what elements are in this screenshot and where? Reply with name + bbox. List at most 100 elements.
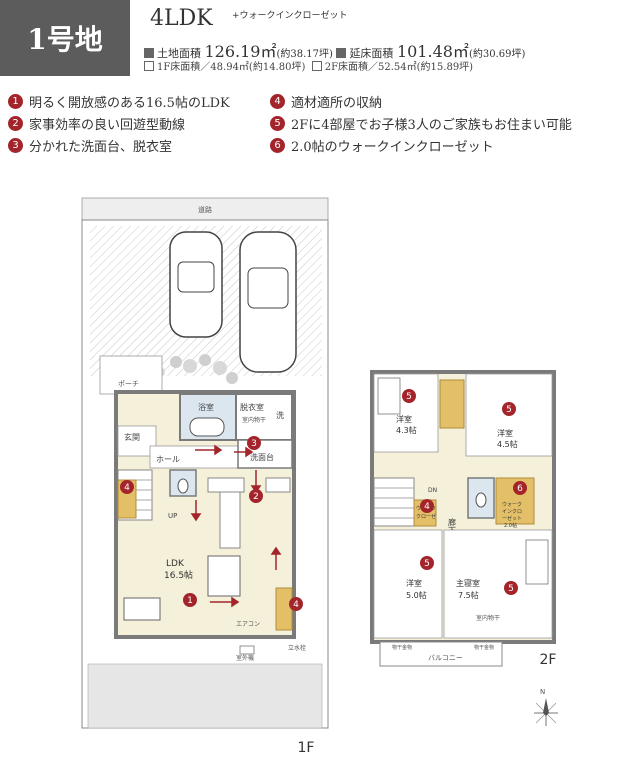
compass-icon: N bbox=[534, 688, 558, 726]
wic-label-2: インクロ bbox=[502, 509, 522, 515]
closet-label-2: クローゼ bbox=[416, 513, 436, 520]
bed-icon bbox=[377, 377, 401, 415]
svg-text:4: 4 bbox=[293, 600, 299, 610]
indoor-dry-2f-label: 室内物干 bbox=[476, 614, 500, 622]
f2-area: 2F床面積／52.54㎡(約15.89坪) bbox=[324, 62, 474, 73]
balcony-label: バルコニー bbox=[428, 654, 463, 662]
balcony bbox=[379, 641, 503, 667]
master-label: 主寝室 bbox=[456, 578, 480, 588]
feature-number: 5 bbox=[270, 116, 285, 131]
flow-arrows bbox=[190, 444, 282, 608]
floor-square-icon bbox=[336, 48, 347, 58]
plan-2f: 洋室 4.3帖 洋室 4.5帖 DN ウォーク クローゼ 廊下 ウォーク インク… bbox=[370, 370, 557, 668]
svg-text:5: 5 bbox=[424, 559, 430, 569]
dressing-label: 脱衣室 bbox=[240, 402, 264, 412]
feature-number: 6 bbox=[270, 138, 285, 153]
f2-square-icon bbox=[311, 61, 322, 71]
feature-text: 適材適所の収納 bbox=[291, 96, 383, 111]
sofa bbox=[123, 597, 161, 621]
area-row-main: 土地面積 126.19㎡(約38.17坪) 延床面積 101.48㎡(約30.6… bbox=[144, 38, 525, 62]
room-western-c bbox=[373, 529, 443, 639]
faucet-label: 立水栓 bbox=[288, 644, 306, 652]
storage-closet bbox=[439, 379, 465, 429]
badge-2: 2 bbox=[249, 489, 263, 503]
area-row-floors: 1F床面積／48.94㎡(約14.80坪) 2F床面積／52.54㎡(約15.8… bbox=[144, 58, 473, 73]
porch-label: ポーチ bbox=[118, 380, 139, 388]
svg-text:5: 5 bbox=[508, 584, 514, 594]
wic-label-3: ーゼット bbox=[502, 515, 522, 522]
badge-5: 5 bbox=[502, 402, 516, 416]
toilet-icon bbox=[475, 492, 487, 508]
svg-text:5: 5 bbox=[506, 405, 512, 415]
bed-icon bbox=[525, 539, 549, 585]
f1-area: 1F床面積／48.94㎡(約14.80坪) bbox=[157, 62, 306, 73]
svg-text:4: 4 bbox=[424, 502, 430, 512]
wic-label-1: ウォーク bbox=[502, 501, 522, 508]
toilet-icon bbox=[177, 478, 189, 494]
layout-type: 4LDK bbox=[150, 6, 213, 31]
hanger-label-2: 物干金物 bbox=[474, 644, 494, 651]
badge-5: 5 bbox=[420, 556, 434, 570]
outdoor-unit-label: 室外機 bbox=[236, 654, 254, 662]
indoor-dry-label: 室内物干 bbox=[242, 416, 266, 424]
storage-closet bbox=[275, 587, 293, 631]
hall-label: ホール bbox=[156, 455, 180, 464]
corridor-label: 廊下 bbox=[448, 517, 457, 535]
feature-text: 2Fに4部屋でお子様3人のご家族もお住まい可能 bbox=[291, 118, 572, 133]
land-area-value: 126.19㎡ bbox=[204, 42, 277, 61]
car-icon bbox=[239, 231, 297, 373]
ldk-size: 16.5帖 bbox=[164, 569, 193, 581]
entrance-label: 玄関 bbox=[124, 432, 140, 442]
room-a-size: 4.3帖 bbox=[396, 425, 417, 435]
floor-area-label: 延床面積 bbox=[349, 47, 394, 60]
lot-badge: 1号地 bbox=[0, 0, 130, 76]
feature-number: 4 bbox=[270, 94, 285, 109]
stairs bbox=[373, 477, 415, 527]
ldk-label: LDK bbox=[166, 559, 185, 569]
layout-subtitle: +ウォークインクローゼット bbox=[232, 11, 348, 21]
outdoor-unit-icon bbox=[239, 645, 255, 655]
feature-5: 5 2Fに4部屋でお子様3人のご家族もお住まい可能 bbox=[270, 114, 572, 133]
badge-5: 5 bbox=[402, 389, 416, 403]
badge-1: 1 bbox=[183, 593, 197, 607]
svg-text:3: 3 bbox=[251, 439, 257, 449]
compass-north-label: N bbox=[540, 688, 545, 696]
porch bbox=[99, 355, 163, 395]
dn-label: DN bbox=[428, 487, 437, 494]
feature-number: 1 bbox=[8, 94, 23, 109]
badge-5: 5 bbox=[504, 581, 518, 595]
badge-4: 4 bbox=[420, 499, 434, 513]
road-label: 道路 bbox=[198, 205, 212, 214]
up-label: UP bbox=[168, 512, 177, 520]
aircon-label: エアコン bbox=[236, 621, 260, 628]
dining-table bbox=[207, 555, 241, 597]
room-b-size: 4.5帖 bbox=[497, 439, 518, 449]
badge-4: 4 bbox=[289, 597, 303, 611]
badge-3: 3 bbox=[247, 436, 261, 450]
land-square-icon bbox=[144, 48, 154, 58]
room-b-label: 洋室 bbox=[497, 428, 513, 438]
floor-area-tsubo: (約30.69坪) bbox=[468, 49, 526, 60]
kitchen-stove bbox=[207, 477, 245, 493]
hanger-label-1: 物干金物 bbox=[392, 644, 412, 651]
feature-4: 4 適材適所の収納 bbox=[270, 92, 382, 111]
svg-text:4: 4 bbox=[124, 483, 130, 493]
bath-label: 浴室 bbox=[198, 402, 214, 412]
svg-text:5: 5 bbox=[406, 392, 412, 402]
floor-2f-label: 2F bbox=[540, 652, 557, 668]
feature-text: 2.0帖のウォークインクローゼット bbox=[291, 140, 494, 155]
fridge bbox=[265, 477, 291, 493]
floor-1f-label: 1F bbox=[298, 740, 315, 756]
svg-text:6: 6 bbox=[517, 484, 523, 494]
f1-square-icon bbox=[144, 61, 154, 71]
room-a-label: 洋室 bbox=[396, 414, 412, 424]
svg-text:1: 1 bbox=[187, 596, 193, 606]
car-icon bbox=[169, 231, 223, 338]
room-c-size: 5.0帖 bbox=[406, 590, 427, 600]
feature-text: 分かれた洗面台、脱衣室 bbox=[29, 140, 173, 155]
bathtub-icon bbox=[189, 417, 225, 437]
